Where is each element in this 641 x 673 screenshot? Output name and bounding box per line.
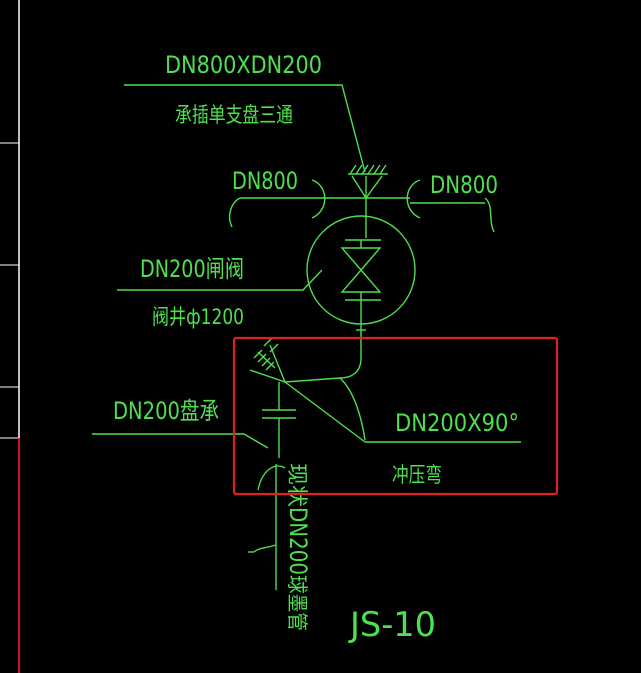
main-pipe-left-label: DN800 [232, 167, 298, 195]
socket-right [406, 179, 421, 219]
tee-desc-label: 承插单支盘三通 [175, 103, 293, 127]
elbow-desc-label: 冲压弯 [392, 463, 442, 487]
vertical-pipe-label-3: 球墨管 [285, 575, 309, 631]
valve-label-group: DN200闸阀 阀井ф1200 [117, 255, 323, 329]
elbow-label-group: DN200X90° 冲压弯 [392, 409, 519, 487]
elbow-size-label: DN200X90° [395, 409, 519, 437]
pipe-break-right [484, 197, 495, 233]
tee-label-group: DN800XDN200 承插单支盘三通 [124, 51, 366, 173]
main-pipe-right-label: DN800 [430, 171, 498, 199]
flange-socket-label: DN200盘承 [113, 397, 219, 425]
existing-pipe: 现状 DN200 球墨管 [248, 463, 312, 631]
flange-socket-label-group: DN200盘承 [92, 397, 269, 449]
branch-pipe [284, 300, 366, 441]
valve-leader-line [117, 269, 323, 291]
drawing-id-label: JS-10 [348, 605, 436, 645]
vertical-pipe-label-1: 现状 [285, 463, 309, 507]
socket-left [311, 179, 326, 219]
elbow-symbol [249, 337, 521, 458]
pipe-break-left [228, 197, 241, 228]
tee-triangle [351, 175, 383, 200]
vertical-pipe-label-2: DN200 [284, 507, 312, 575]
main-pipe: DN800 DN800 [228, 167, 498, 238]
tee-symbol [348, 164, 388, 200]
flange-leader-line [92, 433, 269, 449]
tee-size-label: DN800XDN200 [165, 51, 322, 79]
gate-valve-label: DN200闸阀 [140, 255, 244, 283]
gate-valve-top [340, 247, 382, 272]
gate-valve-bottom [340, 268, 382, 293]
highlight-box [232, 336, 559, 496]
tee-leader-line [124, 84, 366, 173]
valve-well-label: 阀井ф1200 [152, 305, 244, 329]
